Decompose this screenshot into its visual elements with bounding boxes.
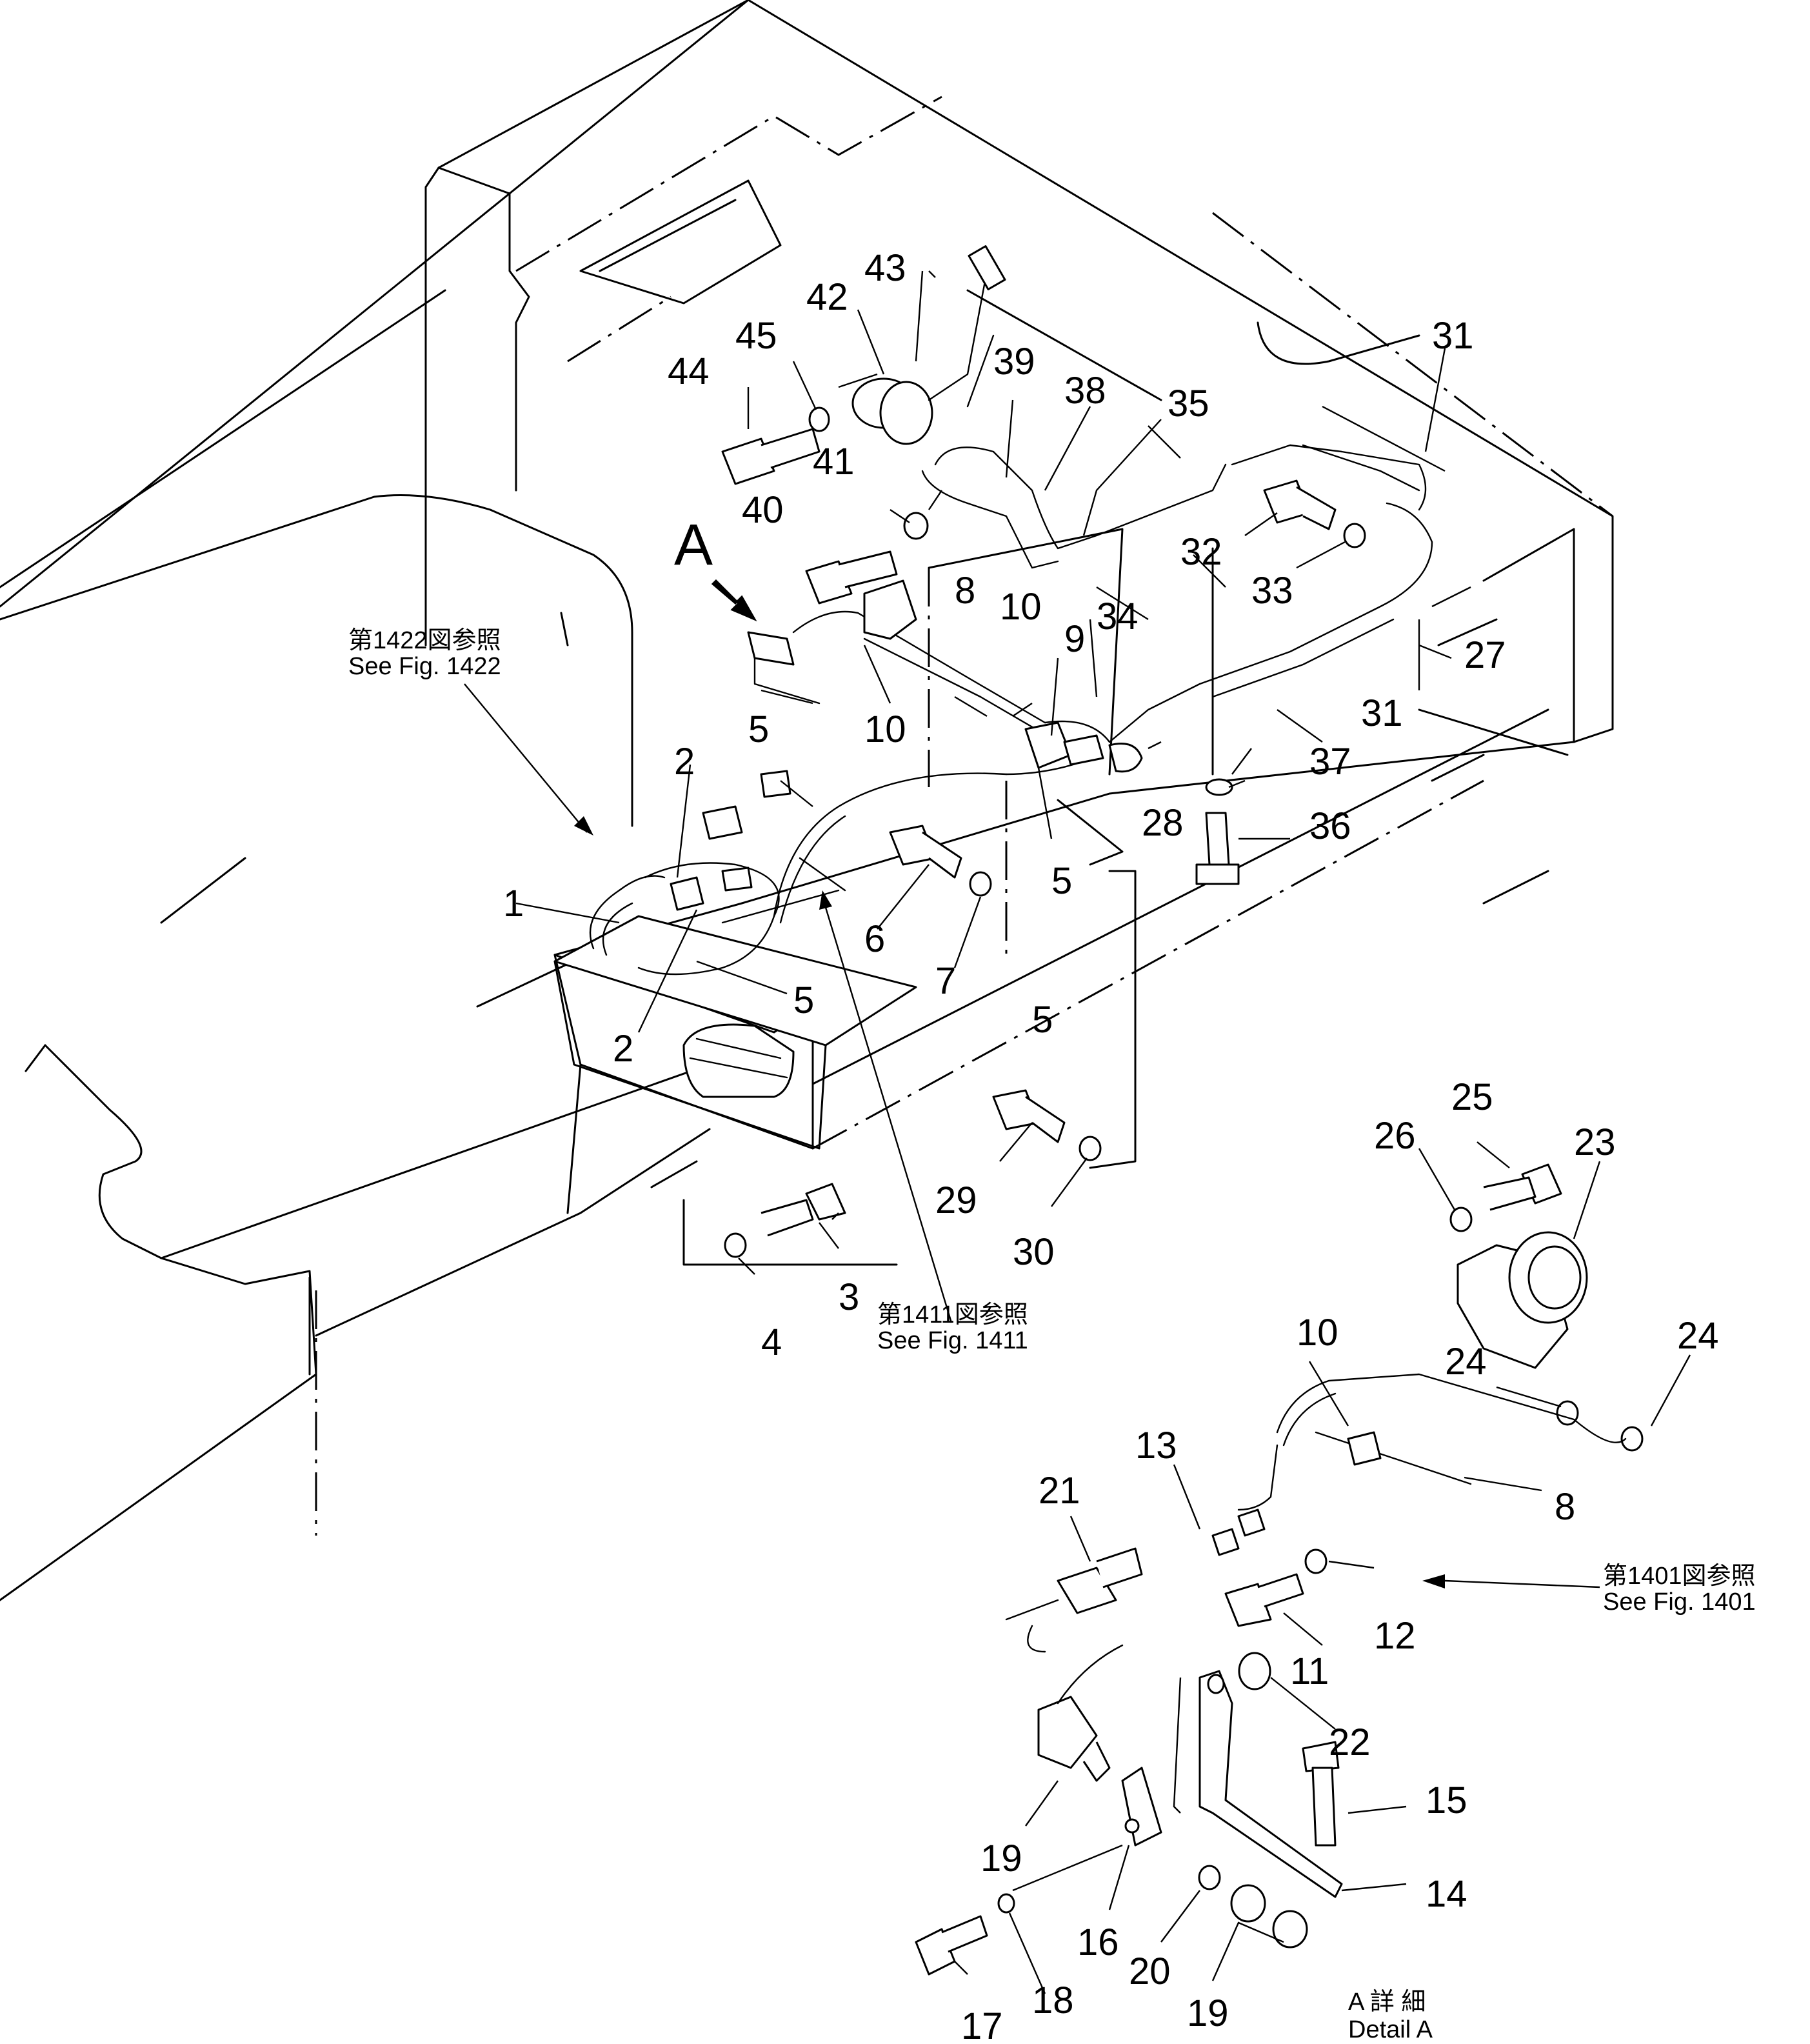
leader-lines (515, 270, 1691, 1994)
callout-17: 17 (961, 2005, 1003, 2044)
callout-40: 40 (742, 489, 784, 531)
callout-45: 45 (735, 315, 777, 357)
callout-7: 7 (935, 960, 956, 1002)
callout-10b: 10 (864, 708, 906, 750)
callout-3: 3 (839, 1276, 859, 1318)
detail-caption-en: Detail A (1348, 2016, 1433, 2043)
callout-10c: 10 (1297, 1312, 1338, 1354)
callout-26: 26 (1374, 1115, 1416, 1157)
ref-1411-en: See Fig. 1411 (877, 1327, 1028, 1354)
callout-43: 43 (864, 247, 906, 289)
callout-2b: 2 (613, 1028, 633, 1070)
callout-6: 6 (864, 918, 885, 960)
callout-14: 14 (1426, 1873, 1467, 1915)
callout-29: 29 (935, 1179, 977, 1221)
callout-4: 4 (761, 1321, 782, 1363)
callout-5a: 5 (748, 708, 769, 750)
detail-caption-jp: A 詳 細 (1348, 1989, 1426, 2016)
callout-28: 28 (1142, 802, 1184, 844)
callout-34: 34 (1097, 596, 1139, 637)
callout-27: 27 (1464, 634, 1506, 676)
detail-a-label: A (674, 513, 713, 577)
callout-19b: 19 (1187, 1992, 1229, 2034)
callout-8b: 8 (1555, 1486, 1575, 1528)
callout-38: 38 (1064, 370, 1106, 412)
callout-39: 39 (993, 341, 1035, 383)
figure-references: 第1422図参照 See Fig. 1422 第1411図参照 See Fig.… (348, 627, 1756, 2043)
callout-31b: 31 (1361, 692, 1403, 734)
ref-1422-jp: 第1422図参照 (348, 627, 501, 654)
callout-22: 22 (1329, 1721, 1371, 1763)
callout-5c: 5 (1051, 860, 1072, 902)
callout-24b: 24 (1677, 1315, 1719, 1357)
cover-box (553, 915, 917, 1150)
callout-42: 42 (806, 276, 848, 318)
callout-25: 25 (1451, 1076, 1493, 1118)
callout-33: 33 (1251, 570, 1293, 612)
callout-1: 1 (503, 883, 524, 925)
parts (670, 245, 1644, 1976)
callout-37: 37 (1309, 741, 1351, 783)
callout-11: 11 (1290, 1650, 1329, 1692)
callout-32: 32 (1180, 531, 1222, 573)
callout-13: 13 (1135, 1425, 1177, 1467)
callout-41: 41 (813, 441, 855, 483)
callout-5b: 5 (793, 979, 814, 1021)
callout-20: 20 (1129, 1950, 1171, 1992)
callout-numbers: 1 2 2 3 4 5 5 5 5 6 7 8 8 9 10 10 10 11 … (503, 247, 1719, 2044)
callout-24a: 24 (1445, 1341, 1487, 1383)
callout-44: 44 (668, 350, 710, 392)
callout-18: 18 (1032, 1979, 1074, 2021)
detail-a-arrow (711, 579, 757, 622)
arrows (464, 579, 1600, 1588)
callout-23: 23 (1574, 1121, 1616, 1163)
ref-1401-jp: 第1401図参照 (1603, 1563, 1756, 1590)
ref-1422-en: See Fig. 1422 (348, 653, 501, 680)
callout-21: 21 (1039, 1470, 1080, 1512)
callout-2a: 2 (674, 741, 695, 783)
ref-1401-en: See Fig. 1401 (1603, 1588, 1756, 1616)
callout-9: 9 (1064, 618, 1085, 660)
callout-15: 15 (1426, 1779, 1467, 1821)
callout-5d: 5 (1032, 999, 1053, 1041)
ref-1411-jp: 第1411図参照 (877, 1301, 1028, 1328)
callout-12: 12 (1374, 1615, 1416, 1657)
wiring-harness (589, 250, 1433, 976)
callout-30: 30 (1013, 1231, 1055, 1273)
callout-19a: 19 (980, 1838, 1022, 1879)
machine-body-outline (0, 0, 1614, 1601)
callout-16: 16 (1077, 1921, 1119, 1963)
callout-36: 36 (1309, 805, 1351, 847)
callout-35: 35 (1168, 383, 1209, 425)
callout-8a: 8 (955, 570, 975, 612)
callout-10a: 10 (1000, 586, 1042, 628)
callout-31a: 31 (1432, 315, 1474, 357)
